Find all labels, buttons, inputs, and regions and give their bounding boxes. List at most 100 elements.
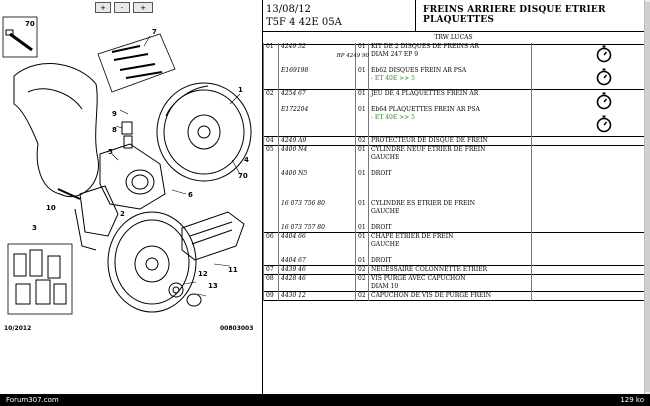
part-desc-2: GAUCHE xyxy=(371,208,400,215)
callout-8[interactable]: 8 xyxy=(112,126,117,134)
part-desc: CYLINDRE NEUF ETRIER DE FREIN xyxy=(371,146,486,153)
table-row[interactable]: 05 4400 N4 4400 N5 16 073 756 80 16 073 75… xyxy=(263,145,644,233)
part-note: - ET 40E >> 5 xyxy=(371,114,415,121)
part-desc: JEU DE 4 PLAQUETTES FREIN AR xyxy=(371,90,479,97)
part-qty: 02 xyxy=(358,292,366,299)
part-qty: 01 xyxy=(358,90,366,97)
table-row[interactable]: 01 4249 52 RP 4249 90 E169198 01 01 KIT DE… xyxy=(263,43,644,90)
part-ref[interactable]: 4428 46 xyxy=(281,275,306,282)
callout-12[interactable]: 12 xyxy=(198,270,208,278)
header-ref: T5F 4 42E 05A xyxy=(266,17,342,28)
row-number: 07 xyxy=(266,266,274,273)
callout-70-box[interactable]: 70 xyxy=(25,20,35,28)
part-desc-2: GAUCHE xyxy=(371,241,400,248)
part-desc-2: GAUCHE xyxy=(371,154,400,161)
part-qty: 01 xyxy=(358,200,366,207)
part-qty: 01 xyxy=(358,106,366,113)
part-desc: VIS PURGE AVEC CAPUCHON xyxy=(371,275,466,282)
row-number: 09 xyxy=(266,292,274,299)
row-number: 01 xyxy=(266,43,274,50)
part-desc: CYLINDRE ES ETRIER DE FREIN xyxy=(371,200,476,207)
diagram-ref-code: 00803003 xyxy=(220,325,253,332)
callout-3[interactable]: 3 xyxy=(32,224,37,232)
zoom-fit-button[interactable]: + xyxy=(133,2,153,13)
callout-13[interactable]: 13 xyxy=(208,282,218,290)
part-desc: PROTECTEUR DE DISQUE DE FREIN xyxy=(371,137,488,144)
zoom-out-button[interactable]: - xyxy=(114,2,130,13)
part-ref[interactable]: 4249 52 xyxy=(281,43,306,50)
callout-9[interactable]: 9 xyxy=(112,110,117,118)
header-date: 13/08/12 xyxy=(266,4,311,15)
part-qty: 01 xyxy=(358,233,366,240)
part-ref[interactable]: 4400 N5 xyxy=(281,170,308,177)
callout-11[interactable]: 11 xyxy=(228,266,238,274)
callout-70[interactable]: 70 xyxy=(238,172,248,180)
callout-1[interactable]: 1 xyxy=(238,86,243,94)
part-qty: 01 xyxy=(358,67,366,74)
part-desc: DROIT xyxy=(371,224,392,231)
part-qty: 02 xyxy=(358,266,366,273)
row-number: 04 xyxy=(266,137,274,144)
zoom-out-icon: - xyxy=(120,3,124,12)
diagram-panel: + - + xyxy=(0,0,263,394)
part-desc: DROIT xyxy=(371,170,392,177)
zoom-in-icon: + xyxy=(100,3,106,12)
part-qty: 01 xyxy=(358,146,366,153)
zoom-in-button[interactable]: + xyxy=(95,2,111,13)
scrollbar-thumb[interactable] xyxy=(645,2,650,392)
part-note: - ET 40E >> 5 xyxy=(371,75,415,82)
file-size: 129 ko xyxy=(620,396,644,404)
table-row[interactable]: 02 4254 67 E172204 01 01 JEU DE 4 PLAQUETTE… xyxy=(263,89,644,137)
part-desc: KIT DE 2 DISQUES DE FREINS AR xyxy=(371,43,479,50)
part-ref[interactable]: 4430 12 xyxy=(281,292,306,299)
part-desc: NECESSAIRE COLONNETTE ETRIER xyxy=(371,266,488,273)
part-desc: Eb64 PLAQUETTES FREIN AR PSA xyxy=(371,106,480,113)
part-qty: 02 xyxy=(358,275,366,282)
callout-10[interactable]: 10 xyxy=(46,204,56,212)
part-ref[interactable]: 4249 A9 xyxy=(281,137,307,144)
brake-exploded-diagram[interactable]: 70 7 9 8 1 6 5 10 2 3 11 12 13 70 4 10/2… xyxy=(0,14,262,394)
callout-4[interactable]: 4 xyxy=(244,156,249,164)
part-ref[interactable]: E169198 xyxy=(281,67,309,74)
part-ref[interactable]: 4404 67 xyxy=(281,257,306,264)
part-desc-2: DIAM 10 xyxy=(371,283,399,290)
stopwatch-icon[interactable] xyxy=(596,68,612,86)
callout-6[interactable]: 6 xyxy=(188,191,193,199)
row-number: 08 xyxy=(266,275,274,282)
table-row[interactable]: 04 4249 A9 02 PROTECTEUR DE DISQUE DE FREIN xyxy=(263,136,644,146)
parts-table: 01 4249 52 RP 4249 90 E169198 01 01 KIT DE… xyxy=(263,43,644,301)
part-qty: 01 xyxy=(358,257,366,264)
replacement-ref: RP 4249 90 xyxy=(336,53,369,59)
page-title: FREINS ARRIERE DISQUE ETRIER PLAQUETTES xyxy=(423,5,606,25)
part-ref[interactable]: E172204 xyxy=(281,106,309,113)
part-qty: 02 xyxy=(358,137,366,144)
stopwatch-icon[interactable] xyxy=(596,45,612,63)
part-qty: 01 xyxy=(358,170,366,177)
row-number: 05 xyxy=(266,146,274,153)
status-bar: Forum307.com 129 ko xyxy=(0,394,650,406)
part-qty: 01 xyxy=(358,43,366,50)
parts-panel: 13/08/12 T5F 4 42E 05A FREINS ARRIERE DI… xyxy=(263,0,644,394)
vertical-scrollbar[interactable] xyxy=(644,0,650,394)
part-ref[interactable]: 16 073 756 80 xyxy=(281,200,325,207)
table-row[interactable]: 07 4439 46 02 NECESSAIRE COLONNETTE ETRIER xyxy=(263,265,644,275)
part-ref[interactable]: 4400 N4 xyxy=(281,146,308,153)
callout-2[interactable]: 2 xyxy=(120,210,125,218)
part-ref[interactable]: 4254 67 xyxy=(281,90,306,97)
stopwatch-icon[interactable] xyxy=(596,115,612,133)
row-number: 02 xyxy=(266,90,274,97)
part-ref[interactable]: 4439 46 xyxy=(281,266,306,273)
callout-5[interactable]: 5 xyxy=(108,148,113,156)
part-ref[interactable]: 4404 66 xyxy=(281,233,306,240)
part-desc: DROIT xyxy=(371,257,392,264)
part-ref[interactable]: 16 073 757 80 xyxy=(281,224,325,231)
parts-header: 13/08/12 T5F 4 42E 05A FREINS ARRIERE DI… xyxy=(263,0,644,32)
stopwatch-icon[interactable] xyxy=(596,92,612,110)
callout-7[interactable]: 7 xyxy=(152,28,157,36)
row-number: 06 xyxy=(266,233,274,240)
zoom-toolbar: + - + xyxy=(95,2,153,13)
part-qty: 01 xyxy=(358,224,366,231)
